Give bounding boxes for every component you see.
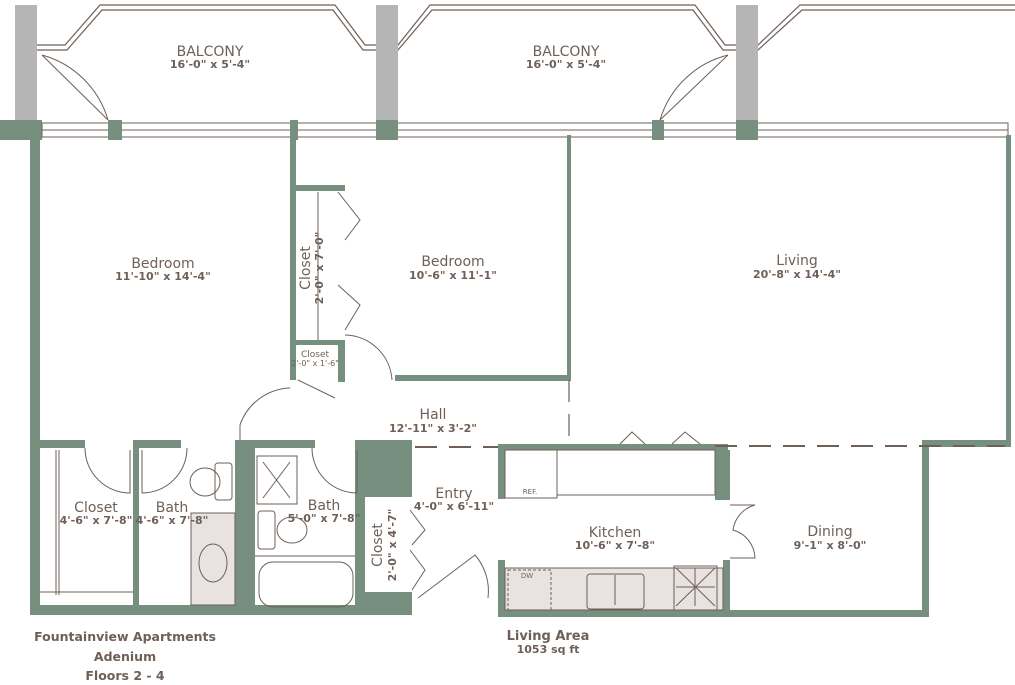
room-name: BALCONY [177,44,244,60]
shower-icon [256,455,298,505]
kitchen-sink-icon [586,573,645,610]
room-name: Entry [435,486,472,502]
room-name: Closet [74,500,118,516]
room-dims: 12'-11" x 3'-2" [389,422,477,435]
living-area-label: Living Area [507,629,590,644]
entry-door[interactable] [417,554,489,599]
pillar [15,5,37,120]
room-dims: 4'-6" x 7'-8" [136,514,209,527]
building-name: Fountainview Apartments [34,629,216,644]
room-name: Closet [301,350,330,360]
room-name: Bedroom [131,256,194,272]
pillar [736,5,758,120]
closet-door[interactable] [84,447,131,494]
closet-bifold-door[interactable] [337,191,361,331]
balcony-door-right[interactable] [659,54,729,121]
balcony-door-left[interactable] [41,54,109,121]
room-dims: 16'-0" x 5'-4" [526,58,606,71]
unit-name: Adenium [94,649,156,664]
fridge-label: REF. [523,488,537,496]
room-name: Dining [807,524,852,540]
room-dims: 10'-6" x 7'-8" [575,539,655,552]
pillar [376,5,398,120]
room-name: Living [776,253,818,269]
room-name: BALCONY [533,44,600,60]
room-name: Closet [370,523,386,567]
room-dims: 5'-0" x 7'-8" [288,512,361,525]
room-dims: 4'-0" x 6'-11" [414,500,494,513]
toilet-icon [189,467,221,497]
bedroom1-door[interactable] [239,379,336,440]
room-dims: 20'-8" x 14'-4" [753,268,841,281]
bath1-door[interactable] [141,447,188,494]
dishwasher-label: DW [521,572,533,580]
room-name: Bath [308,498,341,514]
room-name: Bath [156,500,189,516]
room-dims: 2'-0" x 4'-7" [386,509,399,582]
room-dims: 11'-10" x 14'-4" [115,270,211,283]
room-name: Bedroom [421,254,484,270]
room-dims: 2'-0" x 7'-0" [313,232,326,305]
room-dims: 16'-0" x 5'-4" [170,58,250,71]
upper-counter [556,449,716,496]
room-name: Closet [298,246,314,290]
room-dims: 10'-6" x 11'-1" [409,269,497,282]
room-dims: 4'-6" x 7'-8" [60,514,133,527]
pass-through-doors[interactable] [619,431,701,445]
bath2-door[interactable] [311,447,358,494]
toilet-icon [276,516,308,544]
dishwasher [507,569,552,611]
room-dims: 9'-1" x 8'-0" [794,539,867,552]
sink-icon [198,543,228,583]
room-name: Hall [420,407,447,423]
bedroom2-door[interactable] [344,334,393,381]
vanity [190,512,236,606]
room-dims: 2'-0" x 1'-6" [291,359,339,368]
living-area-value: 1053 sq ft [517,643,580,656]
floors-label: Floors 2 - 4 [85,668,165,683]
lower-counter [504,567,724,611]
entry-closet-door[interactable] [409,509,426,591]
dining-door[interactable] [730,504,756,559]
stove-icon [673,565,718,611]
balcony-railing [37,4,1015,51]
bathtub-icon [258,561,354,608]
room-name: Kitchen [589,525,642,541]
